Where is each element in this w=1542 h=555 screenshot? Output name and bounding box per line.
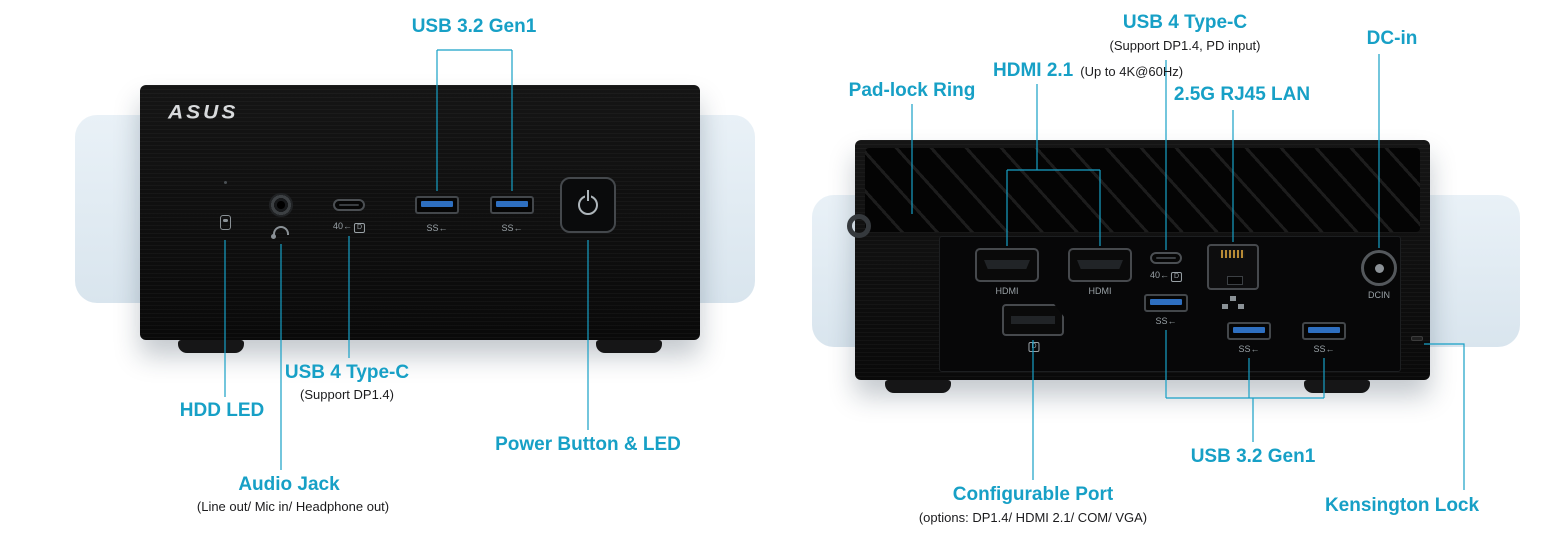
usb4-speed-glyph: 40←	[332, 221, 352, 231]
network-icon	[1230, 296, 1236, 301]
callout-power-button: Power Button & LED	[495, 434, 681, 455]
dcin-label: DCIN	[1368, 290, 1390, 300]
callout-line-kensington	[1424, 343, 1465, 490]
callout-usb32-rear: USB 3.2 Gen1	[1190, 446, 1316, 467]
power-icon	[578, 190, 598, 215]
hdd-icon	[220, 215, 231, 230]
callout-audio-jack-sub: (Line out/ Mic in/ Headphone out)	[196, 499, 390, 514]
hdmi-port-2	[1068, 248, 1132, 282]
usb4-dp-icon: 40←D	[332, 221, 366, 233]
usb-a-port-front-2	[490, 196, 534, 214]
asus-logo: ASUS	[168, 101, 239, 124]
usb4-type-c-port-front	[333, 199, 365, 211]
callout-hdmi-sub: (Up to 4K@60Hz)	[1080, 64, 1184, 79]
dp-icon: D	[1026, 340, 1040, 352]
callout-usb4-front: USB 4 Type-C	[284, 362, 410, 383]
usb-a-port-rear-2	[1227, 322, 1271, 340]
hdd-led-light	[224, 181, 227, 184]
headset-icon	[271, 226, 289, 239]
usb-a-port-front-1	[415, 196, 459, 214]
superspeed-icon: SS←	[426, 223, 448, 233]
dc-in-jack	[1361, 250, 1397, 286]
callout-configurable-port: Configurable Port	[952, 484, 1114, 505]
power-button	[560, 177, 616, 233]
hdmi-port-1	[975, 248, 1039, 282]
hdmi-port-label: HDMI	[995, 286, 1019, 296]
callout-kensington-lock: Kensington Lock	[1324, 495, 1480, 516]
dp-badge-icon: D	[353, 223, 366, 233]
usb4-type-c-port-rear	[1150, 252, 1182, 264]
callout-audio-jack: Audio Jack	[238, 474, 340, 495]
audio-jack-port	[269, 193, 293, 217]
kensington-lock-slot	[1411, 336, 1423, 341]
hdmi-port-label: HDMI	[1088, 286, 1112, 296]
mini-pc-front-view: ASUS 40←D SS← SS←	[140, 85, 700, 353]
usb-a-port-rear-1	[1144, 294, 1188, 312]
device-foot	[1304, 380, 1370, 393]
callout-dcin: DC-in	[1366, 28, 1418, 49]
usb-a-port-rear-3	[1302, 322, 1346, 340]
superspeed-icon: SS←	[1238, 344, 1260, 354]
usb4-speed-glyph: 40←	[1149, 270, 1169, 280]
rj45-lan-port	[1207, 244, 1259, 290]
dp-badge-icon: D	[1028, 342, 1040, 352]
callout-usb4-front-sub: (Support DP1.4)	[300, 387, 394, 402]
callout-usb4-rear: USB 4 Type-C	[1122, 12, 1248, 33]
device-foot	[178, 340, 244, 353]
dp-badge-icon: D	[1170, 272, 1183, 282]
device-foot	[596, 340, 662, 353]
pad-lock-ring	[847, 214, 871, 238]
superspeed-icon: SS←	[1155, 316, 1177, 326]
callout-usb4-rear-sub: (Support DP1.4, PD input)	[1109, 38, 1261, 53]
callout-padlock-ring: Pad-lock Ring	[848, 80, 976, 101]
superspeed-icon: SS←	[501, 223, 523, 233]
callout-hdd-led: HDD LED	[179, 400, 265, 421]
configurable-displayport	[1002, 304, 1064, 336]
callout-usb32-front: USB 3.2 Gen1	[411, 16, 537, 37]
usb4-dp-icon: 40←D	[1149, 270, 1183, 282]
callout-lan: 2.5G RJ45 LAN	[1173, 84, 1311, 105]
callout-hdmi-label: HDMI 2.1	[993, 60, 1074, 81]
callout-configurable-port-sub: (options: DP1.4/ HDMI 2.1/ COM/ VGA)	[918, 510, 1148, 525]
mini-pc-rear-view: HDMI HDMI D 40←D SS← DCIN SS← SS←	[847, 140, 1430, 393]
vent-grille	[865, 148, 1420, 232]
superspeed-icon: SS←	[1313, 344, 1335, 354]
device-foot	[885, 380, 951, 393]
callout-hdmi: HDMI 2.1 (Up to 4K@60Hz)	[993, 60, 1183, 82]
